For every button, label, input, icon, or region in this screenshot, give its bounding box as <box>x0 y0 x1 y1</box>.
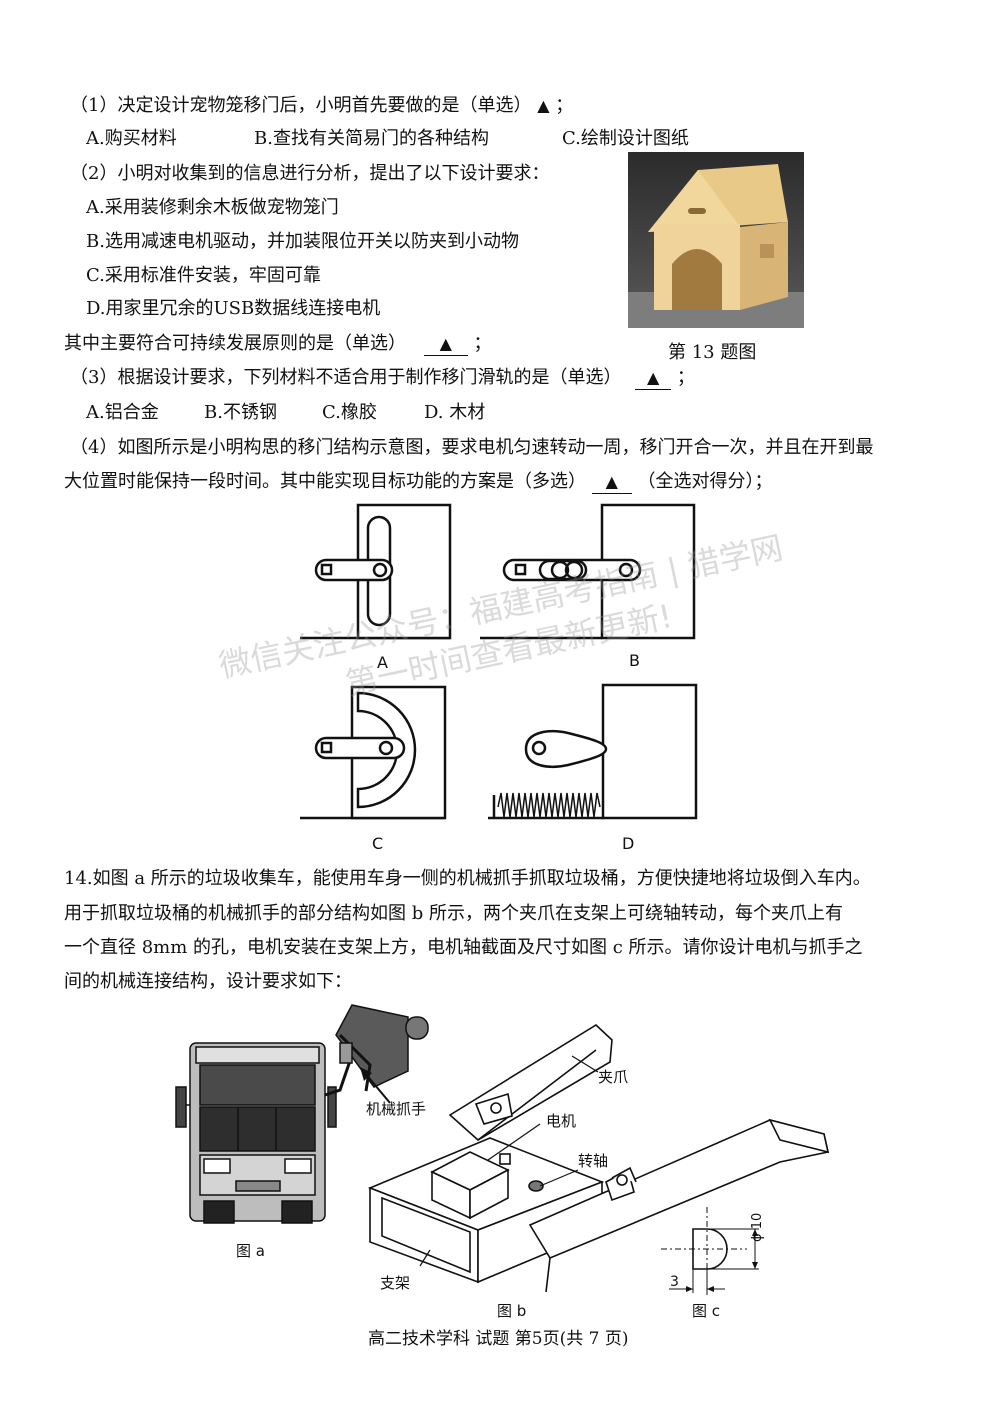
scheme-a <box>300 503 452 640</box>
q14-line2: 用于抓取垃圾桶的机械抓手的部分结构如图 b 所示，两个夹爪在支架上可绕轴转动，每… <box>64 903 843 924</box>
q13-part1-stem: （1）决定设计宠物笼移门后，小明首先要做的是（单选） ▲ ； <box>70 95 574 116</box>
q14-line1: 14.如图 a 所示的垃圾收集车，能使用车身一侧的机械抓手抓取垃圾桶，方便快捷地… <box>64 868 871 889</box>
answer-blank-triangle: ▲ <box>605 472 618 491</box>
q14-line4: 间的机械连接结构，设计要求如下： <box>64 971 352 992</box>
q13-part1-option-a: A.购买材料 <box>86 128 177 149</box>
q13-part4-line2: 大位置时能保持一段时间。其中能实现目标功能的方案是（多选） ▲ （全选对得分）； <box>64 471 773 494</box>
shaft-label: 转轴 <box>578 1152 609 1170</box>
answer-blank-triangle: ▲ <box>439 334 452 353</box>
scheme-d-label: D <box>622 834 635 853</box>
figure-b-caption: 图 b <box>497 1302 527 1320</box>
q13-part1-option-c: C.绘制设计图纸 <box>562 128 689 149</box>
motor-label: 电机 <box>546 1112 577 1130</box>
pet-house-photo <box>628 152 804 328</box>
q13-part3-option-b: B.不锈钢 <box>204 402 277 423</box>
q13-part4-line1: （4）如图所示是小明构思的移门结构示意图，要求电机匀速转动一周，移门开合一次，并… <box>70 437 874 458</box>
answer-blank-triangle: ▲ <box>537 96 550 115</box>
q13-part3-option-d: D. 木材 <box>424 402 486 423</box>
motor-shaft-section-figure <box>661 1207 759 1295</box>
q13-part2-stem: （2）小明对收集到的信息进行分析，提出了以下设计要求： <box>70 163 550 184</box>
q13-part3-option-a: A.铝合金 <box>86 402 159 423</box>
scheme-b <box>480 503 696 640</box>
q13-part2-ask: 其中主要符合可持续发展原则的是（单选） ▲ ； <box>64 333 492 356</box>
q14-line3: 一个直径 8mm 的孔，电机安装在支架上方，电机轴截面及尺寸如图 c 所示。请你… <box>64 937 863 958</box>
q13-part2-option-d: D.用家里冗余的USB数据线连接电机 <box>86 298 381 319</box>
door-mechanism-diagrams <box>300 503 698 820</box>
dimension-flat-label: 3 <box>670 1274 679 1290</box>
page-footer: 高二技术学科 试题 第5页(共 7 页) <box>368 1329 629 1349</box>
figure-c-caption: 图 c <box>692 1302 721 1320</box>
garbage-truck-figure <box>175 1004 429 1224</box>
frame-label: 支架 <box>380 1274 411 1292</box>
scheme-c-label: C <box>372 834 384 853</box>
q13-part2-option-b: B.选用减速电机驱动，并加装限位开关以防夹到小动物 <box>86 231 519 252</box>
figure-a-caption: 图 a <box>236 1242 265 1260</box>
robotic-arm-callout: 机械抓手 <box>366 1100 427 1118</box>
q13-part2-option-c: C.采用标准件安装，牢固可靠 <box>86 265 321 286</box>
scheme-d <box>488 683 698 820</box>
claw-label: 夹爪 <box>598 1068 629 1086</box>
scheme-b-label: B <box>629 651 640 670</box>
dimension-diameter-label: ϕ 10 <box>750 1212 765 1242</box>
scheme-a-label: A <box>377 653 388 672</box>
q13-part3-option-c: C.橡胶 <box>322 402 377 423</box>
q13-part2-option-a: A.采用装修剩余木板做宠物笼门 <box>86 197 339 218</box>
q13-part3-stem: （3）根据设计要求，下列材料不适合用于制作移门滑轨的是（单选） ▲ ； <box>70 367 695 390</box>
q13-photo-caption: 第 13 题图 <box>668 342 757 363</box>
scheme-c <box>300 685 447 820</box>
gripper-structure-figure <box>367 1023 830 1293</box>
q13-part1-option-b: B.查找有关简易门的各种结构 <box>254 128 489 149</box>
answer-blank-triangle: ▲ <box>647 368 660 387</box>
